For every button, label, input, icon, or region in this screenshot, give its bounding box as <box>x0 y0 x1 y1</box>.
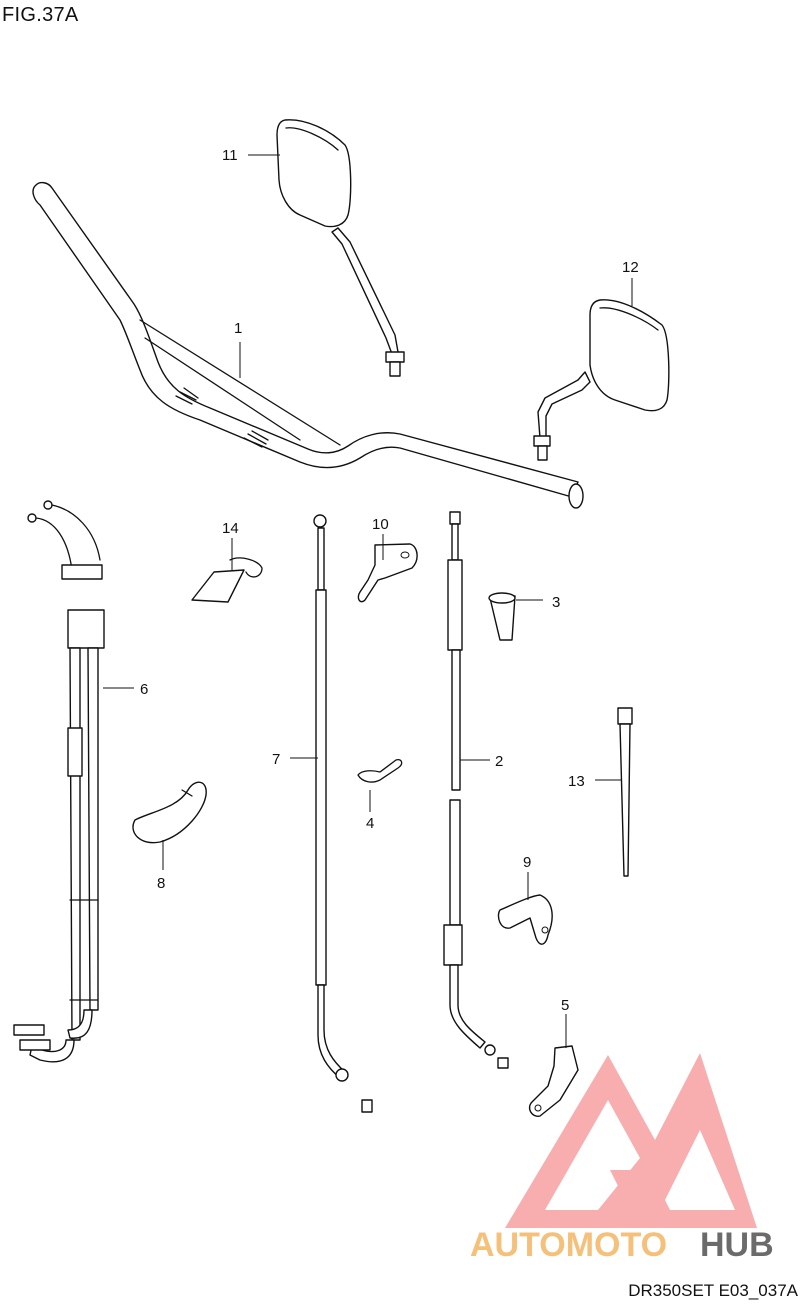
clutch-cable <box>443 511 509 1069</box>
callout-10: 10 <box>372 516 389 533</box>
callout-6: 6 <box>140 681 148 698</box>
speedometer-cable <box>313 514 373 1113</box>
watermark-logo <box>505 1053 757 1228</box>
bracket-10 <box>357 543 418 603</box>
callout-11: 11 <box>222 147 238 164</box>
stay-5 <box>528 1045 579 1117</box>
cable-clip <box>357 758 403 783</box>
callout-2: 2 <box>495 753 503 770</box>
bracket-9 <box>497 894 553 945</box>
callout-14: 14 <box>222 520 239 537</box>
cable-guide <box>132 781 207 844</box>
cable-boot <box>488 592 516 641</box>
watermark-text: AUTOMOTO HUB <box>470 1226 774 1264</box>
callout-5: 5 <box>561 997 569 1014</box>
watermark-brand-part2: HUB <box>700 1226 774 1264</box>
callout-8: 8 <box>157 875 165 892</box>
callout-9: 9 <box>523 854 531 871</box>
leader-lines <box>103 154 633 1048</box>
callout-numbers: 1 2 3 4 5 6 7 8 9 10 11 12 13 14 <box>140 147 639 1014</box>
watermark-brand-part1: AUTOMOTO <box>470 1226 667 1264</box>
handlebar <box>32 181 584 509</box>
callout-12: 12 <box>622 259 639 276</box>
throttle-cables <box>13 500 105 1063</box>
callout-13: 13 <box>568 773 585 790</box>
figure-code: DR350SET E03_037A <box>628 1281 798 1300</box>
callout-1: 1 <box>234 320 242 337</box>
callout-3: 3 <box>552 594 560 611</box>
callout-7: 7 <box>272 751 280 768</box>
cable-tie <box>617 707 633 877</box>
mirror-right <box>533 299 670 461</box>
figure-title: FIG.37A <box>2 4 79 26</box>
callout-4: 4 <box>366 815 374 832</box>
cable-clamp <box>191 557 263 603</box>
mirror-left <box>276 119 405 377</box>
